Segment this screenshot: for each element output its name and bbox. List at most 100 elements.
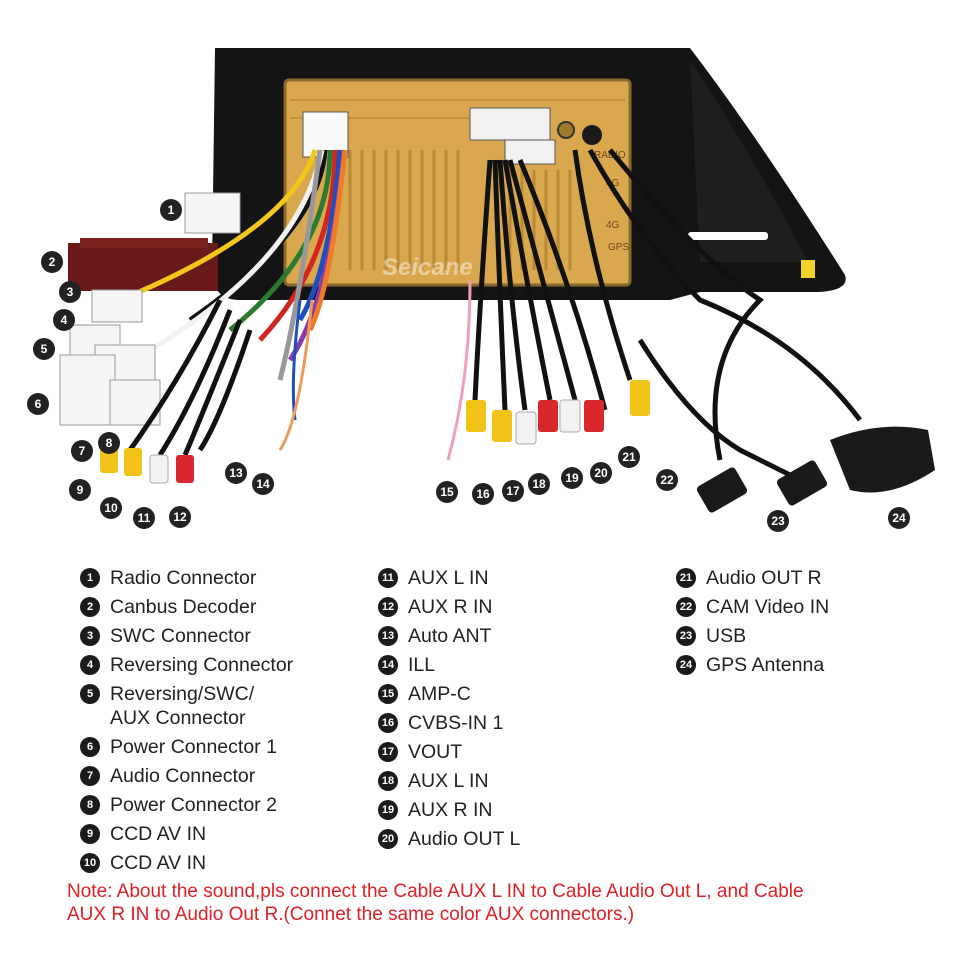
legend-number: 15 — [378, 684, 398, 704]
main-socket — [302, 111, 349, 158]
legend-number: 23 — [676, 626, 696, 646]
legend-item: 8 Power Connector 2 — [80, 793, 360, 817]
legend-label: Audio Connector — [110, 765, 256, 787]
callout-3: 3 — [59, 281, 81, 303]
callout-17: 17 — [502, 480, 524, 502]
legend-number: 20 — [378, 829, 398, 849]
antenna-port — [557, 121, 575, 139]
legend-number: 13 — [378, 626, 398, 646]
legend-number: 4 — [80, 655, 100, 675]
panel-label-gps: GPS — [608, 242, 629, 253]
callout-11: 11 — [133, 507, 155, 529]
legend-item: 9 CCD AV IN — [80, 822, 360, 846]
legend-number: 12 — [378, 597, 398, 617]
legend-number: 14 — [378, 655, 398, 675]
yellow-tab — [801, 260, 815, 278]
legend-number: 1 — [80, 568, 100, 588]
legend-item: 4 Reversing Connector — [80, 653, 360, 677]
legend-number: 8 — [80, 795, 100, 815]
wiring-diagram: RADIO 4G 4G GPS Seicane — [27, 48, 935, 532]
legend-number: 5 — [80, 684, 100, 704]
legend-item: 7 Audio Connector — [80, 764, 360, 788]
usb-plug-a — [696, 467, 748, 513]
legend-label: Reversing Connector — [110, 654, 294, 676]
mid-rca-wires — [446, 159, 608, 461]
legend-number: 2 — [80, 597, 100, 617]
legend-label: CVBS-IN 1 — [408, 712, 504, 734]
wiring-note: Note: About the sound,pls connect the Ca… — [67, 880, 947, 926]
legend-item: 16 CVBS-IN 1 — [378, 711, 638, 735]
harness-illustration: RADIO 4G 4G GPS Seicane — [59, 48, 935, 513]
bezel-highlight — [688, 232, 768, 240]
head-unit-bezel — [690, 60, 808, 262]
legend-label: CCD AV IN — [110, 852, 207, 874]
legend-number: 7 — [80, 766, 100, 786]
callout-19: 19 — [561, 467, 583, 489]
callout-24: 24 — [888, 507, 910, 529]
legend-label: Radio Connector — [110, 567, 257, 589]
callout-9: 9 — [69, 479, 91, 501]
legend-label: Audio OUT R — [706, 567, 822, 589]
legend-item: 15 AMP-C — [378, 682, 638, 706]
legend-item: 17 VOUT — [378, 740, 638, 764]
panel-label-4g-b: 4G — [606, 220, 620, 231]
legend-number: 18 — [378, 771, 398, 791]
legend-item: 2 Canbus Decoder — [80, 595, 360, 619]
legend-label-line2: AUX Connector — [110, 707, 246, 729]
legend-number: 10 — [80, 853, 100, 873]
white-connectors — [59, 192, 241, 426]
callout-8: 8 — [98, 432, 120, 454]
left-rca-plugs — [127, 298, 253, 457]
legend-label: Reversing/SWC/ — [110, 683, 255, 705]
panel-label-4g-a: 4G — [606, 178, 620, 189]
legend-label: VOUT — [408, 741, 463, 763]
callout-5: 5 — [33, 338, 55, 360]
right-cables — [572, 148, 862, 483]
multi-socket — [469, 107, 551, 141]
legend-label: AUX L IN — [408, 770, 489, 792]
watermark: Seicane — [382, 254, 473, 281]
wire-bundle-left — [119, 149, 348, 451]
legend-label: Canbus Decoder — [110, 596, 257, 618]
legend-number: 16 — [378, 713, 398, 733]
legend-label: AUX R IN — [408, 799, 493, 821]
legend-label: Power Connector 2 — [110, 794, 277, 816]
legend-item: 10 CCD AV IN — [80, 851, 360, 875]
legend-number: 9 — [80, 824, 100, 844]
legend-label: ILL — [408, 654, 436, 676]
legend-number: 19 — [378, 800, 398, 820]
legend-item: 14 ILL — [378, 653, 638, 677]
legend-number: 24 — [676, 655, 696, 675]
callout-23: 23 — [767, 510, 789, 532]
legend-label: SWC Connector — [110, 625, 251, 647]
legend-item: 18 AUX L IN — [378, 769, 638, 793]
callout-2: 2 — [41, 251, 63, 273]
note-line-2: AUX R IN to Audio Out R.(Connet the same… — [67, 904, 635, 925]
legend-label: AMP-C — [408, 683, 471, 705]
callout-12: 12 — [169, 506, 191, 528]
legend-item: 5 Reversing/SWC/AUX Connector — [80, 682, 360, 730]
legend-item: 12 AUX R IN — [378, 595, 638, 619]
legend-number: 22 — [676, 597, 696, 617]
legend-label: CCD AV IN — [110, 823, 207, 845]
usb-plug-b — [776, 460, 828, 506]
legend-label: AUX R IN — [408, 596, 493, 618]
callout-20: 20 — [590, 462, 612, 484]
callout-1: 1 — [160, 199, 182, 221]
callout-4: 4 — [53, 309, 75, 331]
callout-16: 16 — [472, 483, 494, 505]
callout-7: 7 — [71, 440, 93, 462]
legend-number: 17 — [378, 742, 398, 762]
gps-antenna — [830, 426, 935, 493]
